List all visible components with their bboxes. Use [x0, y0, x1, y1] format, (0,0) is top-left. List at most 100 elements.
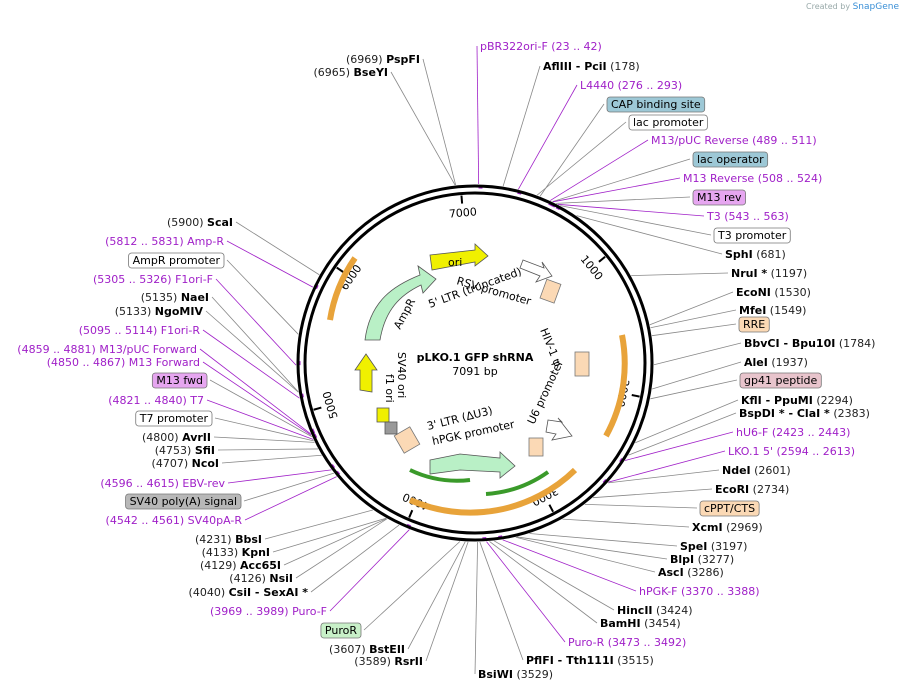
- map-label[interactable]: NruI * (1197): [731, 267, 807, 280]
- map-label[interactable]: (4129) Acc65I: [200, 559, 281, 572]
- map-label[interactable]: AscI (3286): [658, 566, 724, 579]
- leader-line: [624, 431, 734, 461]
- map-label[interactable]: (4040) CsiI - SexAI *: [189, 586, 309, 599]
- map-label[interactable]: RRE: [738, 316, 770, 333]
- feature-box: [713, 227, 791, 244]
- feature-arc-amp: [327, 256, 358, 321]
- polya-box: [384, 421, 398, 435]
- map-label[interactable]: Puro-R (3473 .. 3492): [568, 636, 686, 649]
- leader-line: [592, 488, 713, 499]
- ori-arrow: [429, 243, 489, 271]
- leader-line: [272, 517, 387, 553]
- map-label[interactable]: (3969 .. 3989) Puro-F: [210, 605, 327, 618]
- map-label[interactable]: SphI (681): [725, 248, 786, 261]
- map-label[interactable]: lac operator: [692, 151, 769, 168]
- map-label[interactable]: CAP binding site: [606, 96, 706, 113]
- map-label[interactable]: (4596 .. 4615) EBV-rev: [100, 477, 225, 490]
- map-label[interactable]: SpeI (3197): [680, 540, 747, 553]
- tick-mark: [598, 255, 606, 263]
- map-label[interactable]: cPPT/CTS: [699, 500, 760, 517]
- map-label[interactable]: M13 Reverse (508 .. 524): [683, 172, 822, 185]
- map-label[interactable]: PflFI - Tth111I (3515): [526, 654, 654, 667]
- tick-label: 5000: [320, 390, 340, 421]
- feature-box: [692, 151, 769, 168]
- map-label[interactable]: (5135) NaeI: [141, 291, 209, 304]
- position-text: (1197): [771, 267, 808, 280]
- map-label[interactable]: LKO.1 5' (2594 .. 2613): [728, 445, 855, 458]
- map-label[interactable]: M13/pUC Reverse (489 .. 511): [651, 134, 817, 147]
- map-label[interactable]: (4850 .. 4867) M13 Forward: [47, 356, 200, 369]
- map-label[interactable]: M13 fwd: [151, 372, 208, 389]
- map-label[interactable]: hU6-F (2423 .. 2443): [736, 426, 850, 439]
- map-label[interactable]: BlpI (3277): [670, 553, 734, 566]
- map-label[interactable]: BsiWI (3529): [478, 668, 553, 681]
- primer-label: M13 Reverse (508 .. 524): [683, 172, 822, 185]
- name-text: T3: [706, 210, 721, 223]
- map-label[interactable]: T3 promoter: [713, 227, 791, 244]
- map-label[interactable]: AflIII - PciI (178): [543, 60, 640, 73]
- map-label[interactable]: (4133) KpnI: [202, 546, 270, 559]
- map-label[interactable]: EcoNI (1530): [736, 286, 811, 299]
- map-label[interactable]: (5900) ScaI: [167, 216, 233, 229]
- map-label[interactable]: (4821 .. 4840) T7: [108, 394, 204, 407]
- leader-line: [517, 84, 578, 190]
- leader-line: [552, 177, 681, 203]
- map-label[interactable]: EcoRI (2734): [715, 483, 789, 496]
- position-text: (4753): [155, 444, 192, 457]
- map-label[interactable]: AmpR promoter: [128, 252, 225, 269]
- map-label[interactable]: BamHI (3454): [600, 617, 681, 630]
- primer-label: (4542 .. 4561) SV40pA-R: [106, 514, 243, 527]
- map-label[interactable]: (4707) NcoI: [152, 457, 219, 470]
- map-label[interactable]: HincII (3424): [617, 604, 693, 617]
- map-label[interactable]: gp41 peptide: [739, 372, 822, 389]
- name-text: ScaI: [207, 216, 233, 229]
- name-text: BspDI *: [739, 407, 785, 420]
- map-label[interactable]: (4542 .. 4561) SV40pA-R: [106, 514, 243, 527]
- name-text: BbsI: [235, 533, 262, 546]
- map-label[interactable]: pBR322ori-F (23 .. 42): [480, 40, 602, 53]
- map-label[interactable]: (5305 .. 5326) F1ori-F: [93, 273, 213, 286]
- map-label[interactable]: XcmI (2969): [692, 521, 763, 534]
- primer-label: (4850 .. 4867) M13 Forward: [47, 356, 200, 369]
- feature-box-label: M13 fwd: [156, 374, 203, 387]
- map-label[interactable]: (4859 .. 4881) M13/pUC Forward: [17, 343, 197, 356]
- map-label[interactable]: M13 rev: [692, 189, 746, 206]
- snapgene-watermark: Created by SnapGene: [806, 2, 899, 12]
- name-text: HincII: [617, 604, 653, 617]
- map-label[interactable]: hPGK-F (3370 .. 3388): [639, 585, 760, 598]
- map-label[interactable]: (4231) BbsI: [195, 533, 262, 546]
- map-label[interactable]: (4800) AvrII: [142, 431, 211, 444]
- map-label[interactable]: (3589) RsrII: [354, 655, 423, 668]
- map-label[interactable]: MfeI (1549): [739, 304, 806, 317]
- map-label[interactable]: (4126) NsiI: [229, 572, 293, 585]
- leader-line: [363, 541, 461, 631]
- map-label[interactable]: AleI (1937): [744, 356, 808, 369]
- map-label[interactable]: T7 promoter: [135, 410, 213, 427]
- map-label[interactable]: (5133) NgoMIV: [115, 305, 204, 318]
- map-label[interactable]: lac promoter: [628, 114, 708, 131]
- enzyme-label: (6965) BseYI: [313, 66, 388, 79]
- name-text: CsiI: [229, 586, 251, 599]
- map-label[interactable]: BbvCI - Bpu10I (1784): [744, 337, 875, 350]
- map-label[interactable]: (5812 .. 5831) Amp-R: [105, 235, 224, 248]
- leader-line: [628, 412, 737, 456]
- map-label[interactable]: (4753) SfiI: [155, 444, 215, 457]
- map-label[interactable]: KflI - PpuMI (2294): [741, 394, 853, 407]
- feature-box-label: T3 promoter: [717, 229, 787, 242]
- map-label[interactable]: BspDI * - ClaI * (2383): [739, 407, 870, 420]
- map-label[interactable]: (6965) BseYI: [313, 66, 388, 79]
- position-text: (6965): [313, 66, 350, 79]
- map-label[interactable]: PuroR: [320, 622, 362, 639]
- map-label[interactable]: (3607) BstEII: [329, 643, 405, 656]
- map-label[interactable]: NdeI (2601): [722, 464, 791, 477]
- map-label[interactable]: L4440 (276 .. 293): [580, 79, 682, 92]
- map-label[interactable]: SV40 poly(A) signal: [125, 493, 242, 510]
- map-label[interactable]: T3 (543 .. 563): [706, 210, 789, 223]
- map-label[interactable]: (5095 .. 5114) F1ori-R: [79, 324, 201, 337]
- map-label[interactable]: (6969) PspFI: [346, 53, 420, 66]
- name-text: -: [251, 586, 263, 599]
- leader-line: [607, 469, 720, 484]
- leader-line: [226, 259, 299, 335]
- leader-line: [536, 121, 627, 196]
